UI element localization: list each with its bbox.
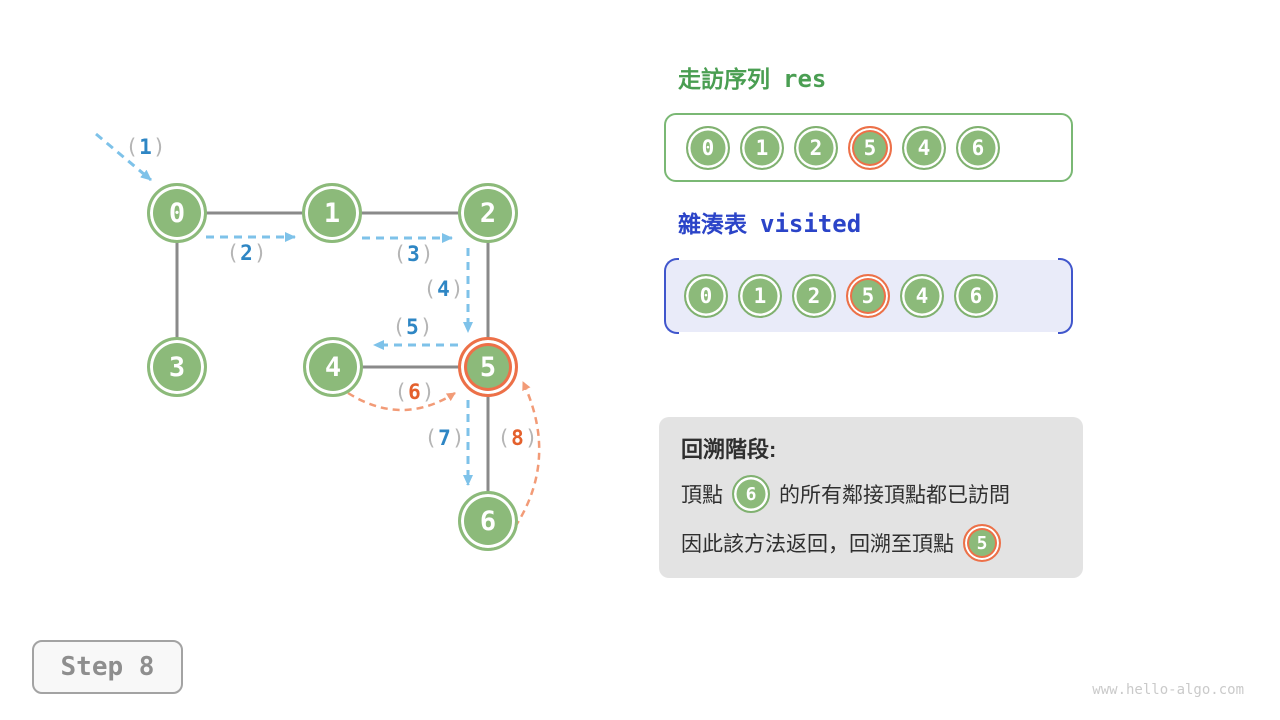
res-item-3-current: 5 bbox=[848, 125, 892, 170]
res-item-0: 0 bbox=[686, 125, 730, 170]
visited-items: 0 1 2 5 4 6 bbox=[664, 258, 1073, 334]
step-label-8: (8) bbox=[497, 426, 539, 450]
note-line-1: 頂點 6 的所有鄰接頂點都已訪問 bbox=[681, 475, 1061, 513]
step-label-6: (6) bbox=[394, 380, 436, 404]
step-label-4: (4) bbox=[423, 277, 465, 301]
graph-node-2: 2 bbox=[458, 183, 518, 243]
note-node-6: 6 bbox=[732, 475, 770, 513]
note-node-5: 5 bbox=[963, 524, 1001, 562]
graph-node-5-current: 5 bbox=[458, 337, 518, 397]
res-sequence-box: 0 1 2 5 4 6 bbox=[664, 113, 1073, 182]
res-item-5: 6 bbox=[956, 125, 1000, 170]
backtrack-note-card: 回溯階段: 頂點 6 的所有鄰接頂點都已訪問 因此該方法返回，回溯至頂點 5 bbox=[659, 417, 1083, 578]
watermark: www.hello-algo.com bbox=[1092, 682, 1244, 698]
note-line-2: 因此該方法返回，回溯至頂點 5 bbox=[681, 524, 1061, 562]
res-item-2: 2 bbox=[794, 125, 838, 170]
res-item-1: 1 bbox=[740, 125, 784, 170]
visited-item-2: 2 bbox=[792, 274, 836, 318]
visited-item-3-current: 5 bbox=[846, 274, 890, 318]
step-label-3: (3) bbox=[393, 242, 435, 266]
step-label-5: (5) bbox=[392, 315, 434, 339]
visited-item-1: 1 bbox=[738, 274, 782, 318]
left-bracket-icon bbox=[664, 258, 679, 334]
note-title: 回溯階段: bbox=[681, 437, 777, 462]
graph-node-1: 1 bbox=[302, 183, 362, 243]
res-item-4: 4 bbox=[902, 125, 946, 170]
graph-node-4: 4 bbox=[303, 337, 363, 397]
graph-node-6: 6 bbox=[458, 491, 518, 551]
step-indicator-badge: Step 8 bbox=[32, 640, 183, 694]
step-label-1: (1) bbox=[125, 135, 167, 159]
step-label-7: (7) bbox=[424, 426, 466, 450]
graph-node-3: 3 bbox=[147, 337, 207, 397]
graph-node-0: 0 bbox=[147, 183, 207, 243]
step-label-2: (2) bbox=[226, 241, 268, 265]
backtrack-arrows bbox=[347, 381, 541, 528]
dfs-forward-arrows bbox=[95, 132, 473, 486]
visited-hash-box: 0 1 2 5 4 6 bbox=[664, 258, 1073, 334]
visited-item-4: 4 bbox=[900, 274, 944, 318]
visited-item-0: 0 bbox=[684, 274, 728, 318]
visited-item-5: 6 bbox=[954, 274, 998, 318]
